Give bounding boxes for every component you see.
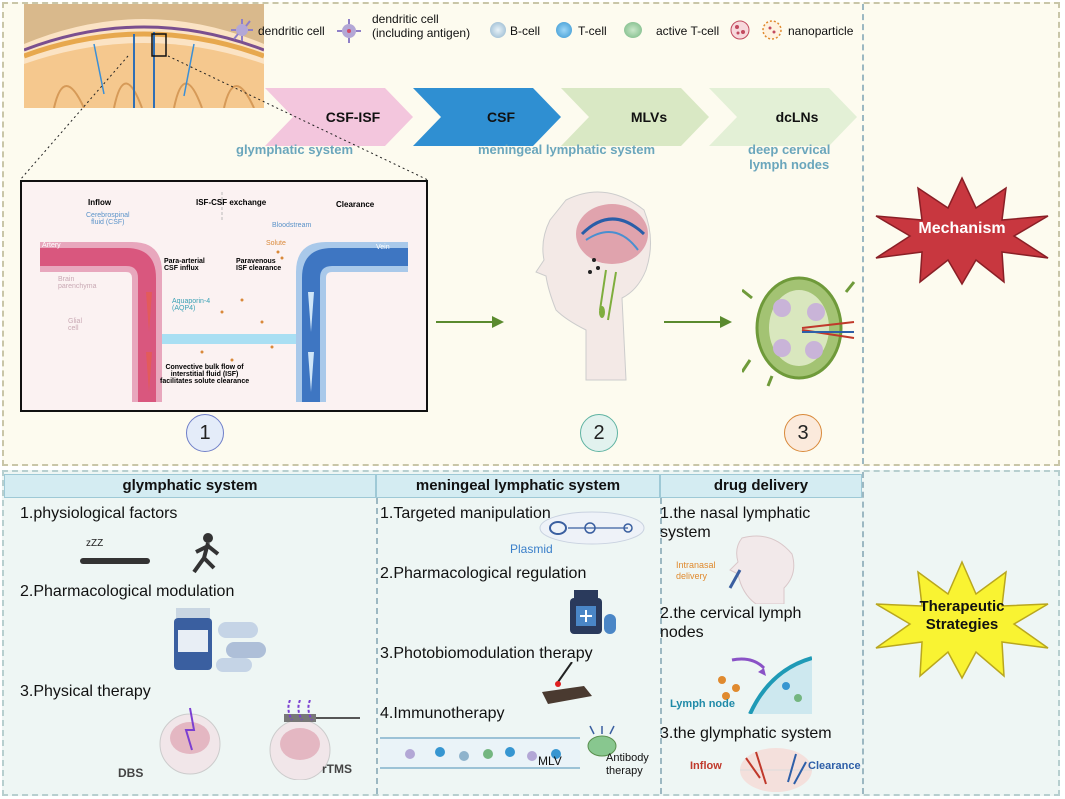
section-divider-1 — [376, 498, 378, 794]
flow-step-csf — [413, 88, 561, 146]
cervical-node-icon — [718, 656, 812, 714]
flow-label-mlvs: MLVs — [630, 109, 668, 125]
nasal-head-icon — [728, 535, 795, 604]
meningeal-item-2: 2.Pharmacological regulation — [380, 565, 587, 582]
rtms-label: rTMS — [322, 762, 352, 776]
glymphatic-item-3: 3.Physical therapy — [20, 683, 151, 700]
strategies-divider — [862, 472, 864, 794]
legend-dendritic-label: dendritic cell — [258, 24, 325, 38]
therapeutic-label: Therapeutic Strategies — [919, 598, 1005, 633]
legend-tcell-label: T-cell — [578, 24, 607, 38]
flow-label-csf: CSF — [487, 109, 515, 125]
glymphatic-brain-icon — [740, 748, 812, 792]
drug-inflow-label: Inflow — [690, 760, 722, 772]
flow-step-csf-isf — [265, 88, 413, 146]
intranasal-label: Intranasal delivery — [676, 560, 716, 581]
inset-vein-label: Vein — [376, 244, 390, 251]
drug-clearance-label: Clearance — [808, 760, 861, 772]
therapeutic-star — [875, 560, 1049, 680]
inset-para-arterial-label: Para-arterial CSF influx — [164, 258, 205, 272]
step-number-3: 3 — [784, 414, 822, 452]
antibody-label: Antibody therapy — [606, 752, 649, 777]
step-number-1: 1 — [186, 414, 224, 452]
plasmid-label: Plasmid — [510, 542, 553, 556]
arrow-1-to-2 — [436, 316, 504, 328]
meningeal-item-3: 3.Photobiomodulation therapy — [380, 645, 593, 662]
active-t-cell-icon — [624, 22, 642, 38]
glymphatic-inset-drawing — [22, 182, 426, 410]
medicine-bottle-icon — [570, 590, 616, 634]
lymph-node-label: Lymph node — [670, 698, 735, 710]
mlv-label: MLV — [538, 754, 562, 768]
glymphatic-item-2: 2.Pharmacological modulation — [20, 583, 235, 600]
drug-item-1: 1.the nasal lymphatic system — [660, 505, 811, 541]
legend-dendritic-antigen-label: dendritic cell (including antigen) — [372, 12, 471, 40]
meningeal-section-title: meningeal lymphatic system — [376, 474, 660, 498]
laser-device-icon — [542, 662, 592, 704]
lymph-node-illustration — [742, 276, 856, 387]
inset-exchange-label: ISF-CSF exchange — [196, 198, 267, 207]
pill-bottle-icon — [174, 608, 266, 672]
inset-parenchyma-label: Brain parenchyma — [58, 276, 97, 290]
t-cell-icon — [556, 22, 572, 38]
inset-bloodstream-label: Bloodstream — [272, 222, 312, 229]
inset-glial-label: Glial cell — [68, 318, 83, 332]
head-illustration — [535, 191, 651, 381]
dendritic-cell-icon — [231, 19, 253, 41]
legend-active-tcell-label: active T-cell — [656, 24, 720, 38]
flow-chevrons — [265, 88, 857, 146]
arrow-2-to-3 — [664, 316, 732, 328]
meningeal-item-4: 4.Immunotherapy — [380, 705, 505, 722]
drug-item-3: 3.the glymphatic system — [660, 725, 832, 742]
sublabel-meningeal: meningeal lymphatic system — [478, 142, 656, 157]
inset-paravenous-label: Paravenous ISF clearance — [236, 258, 282, 272]
inset-aqp4-label: Aquaporin-4 (AQP4) — [172, 298, 211, 312]
legend-bcell-label: B-cell — [510, 24, 541, 38]
flow-label-csf-isf: CSF-ISF — [325, 109, 381, 125]
flow-step-mlvs — [561, 88, 709, 146]
sublabel-glymphatic: glymphatic system — [236, 142, 354, 157]
drug-item-2: 2.the cervical lymph nodes — [660, 605, 802, 641]
zoom-lines — [19, 55, 429, 181]
glymphatic-section-title: glymphatic system — [4, 474, 376, 498]
plasmid-icon — [539, 511, 645, 545]
inset-solute-label: Solute — [266, 240, 286, 247]
glymphatic-item-1: 1.physiological factors — [20, 505, 178, 522]
b-cell-icon — [490, 22, 506, 38]
mechanism-divider — [862, 4, 864, 464]
step-number-2: 2 — [580, 414, 618, 452]
inset-inflow-label: Inflow — [88, 198, 112, 207]
meningeal-item-1: 1.Targeted manipulation — [380, 505, 551, 522]
drug-section-title: drug delivery — [660, 474, 862, 498]
brain-section-illustration — [24, 4, 264, 108]
flow-label-dclns: dcLNs — [775, 109, 819, 125]
inset-clearance-label: Clearance — [336, 200, 375, 209]
sleep-exercise-icon: zZZ — [80, 533, 220, 574]
nanoparticle-icon — [730, 20, 782, 40]
dendritic-antigen-icon — [337, 19, 361, 43]
inset-artery-label: Artery — [42, 242, 61, 249]
dbs-label: DBS — [118, 766, 144, 780]
inset-csf-label: Cerebrospinal fluid (CSF) — [86, 212, 130, 226]
mechanism-star — [875, 176, 1049, 286]
section-divider-2 — [660, 498, 662, 794]
svg-text:zZZ: zZZ — [86, 538, 103, 549]
brain-stimulation-icon — [159, 700, 360, 780]
mechanism-label: Mechanism — [918, 220, 1006, 237]
mlv-vessel-illustration — [380, 725, 617, 769]
sublabel-dcln: deep cervical lymph nodes — [748, 142, 831, 172]
legend-nanoparticle-label: nanoparticle — [788, 24, 854, 38]
flow-step-dclns — [709, 88, 857, 146]
inset-convective-label: Convective bulk flow of interstitial flu… — [160, 364, 250, 385]
